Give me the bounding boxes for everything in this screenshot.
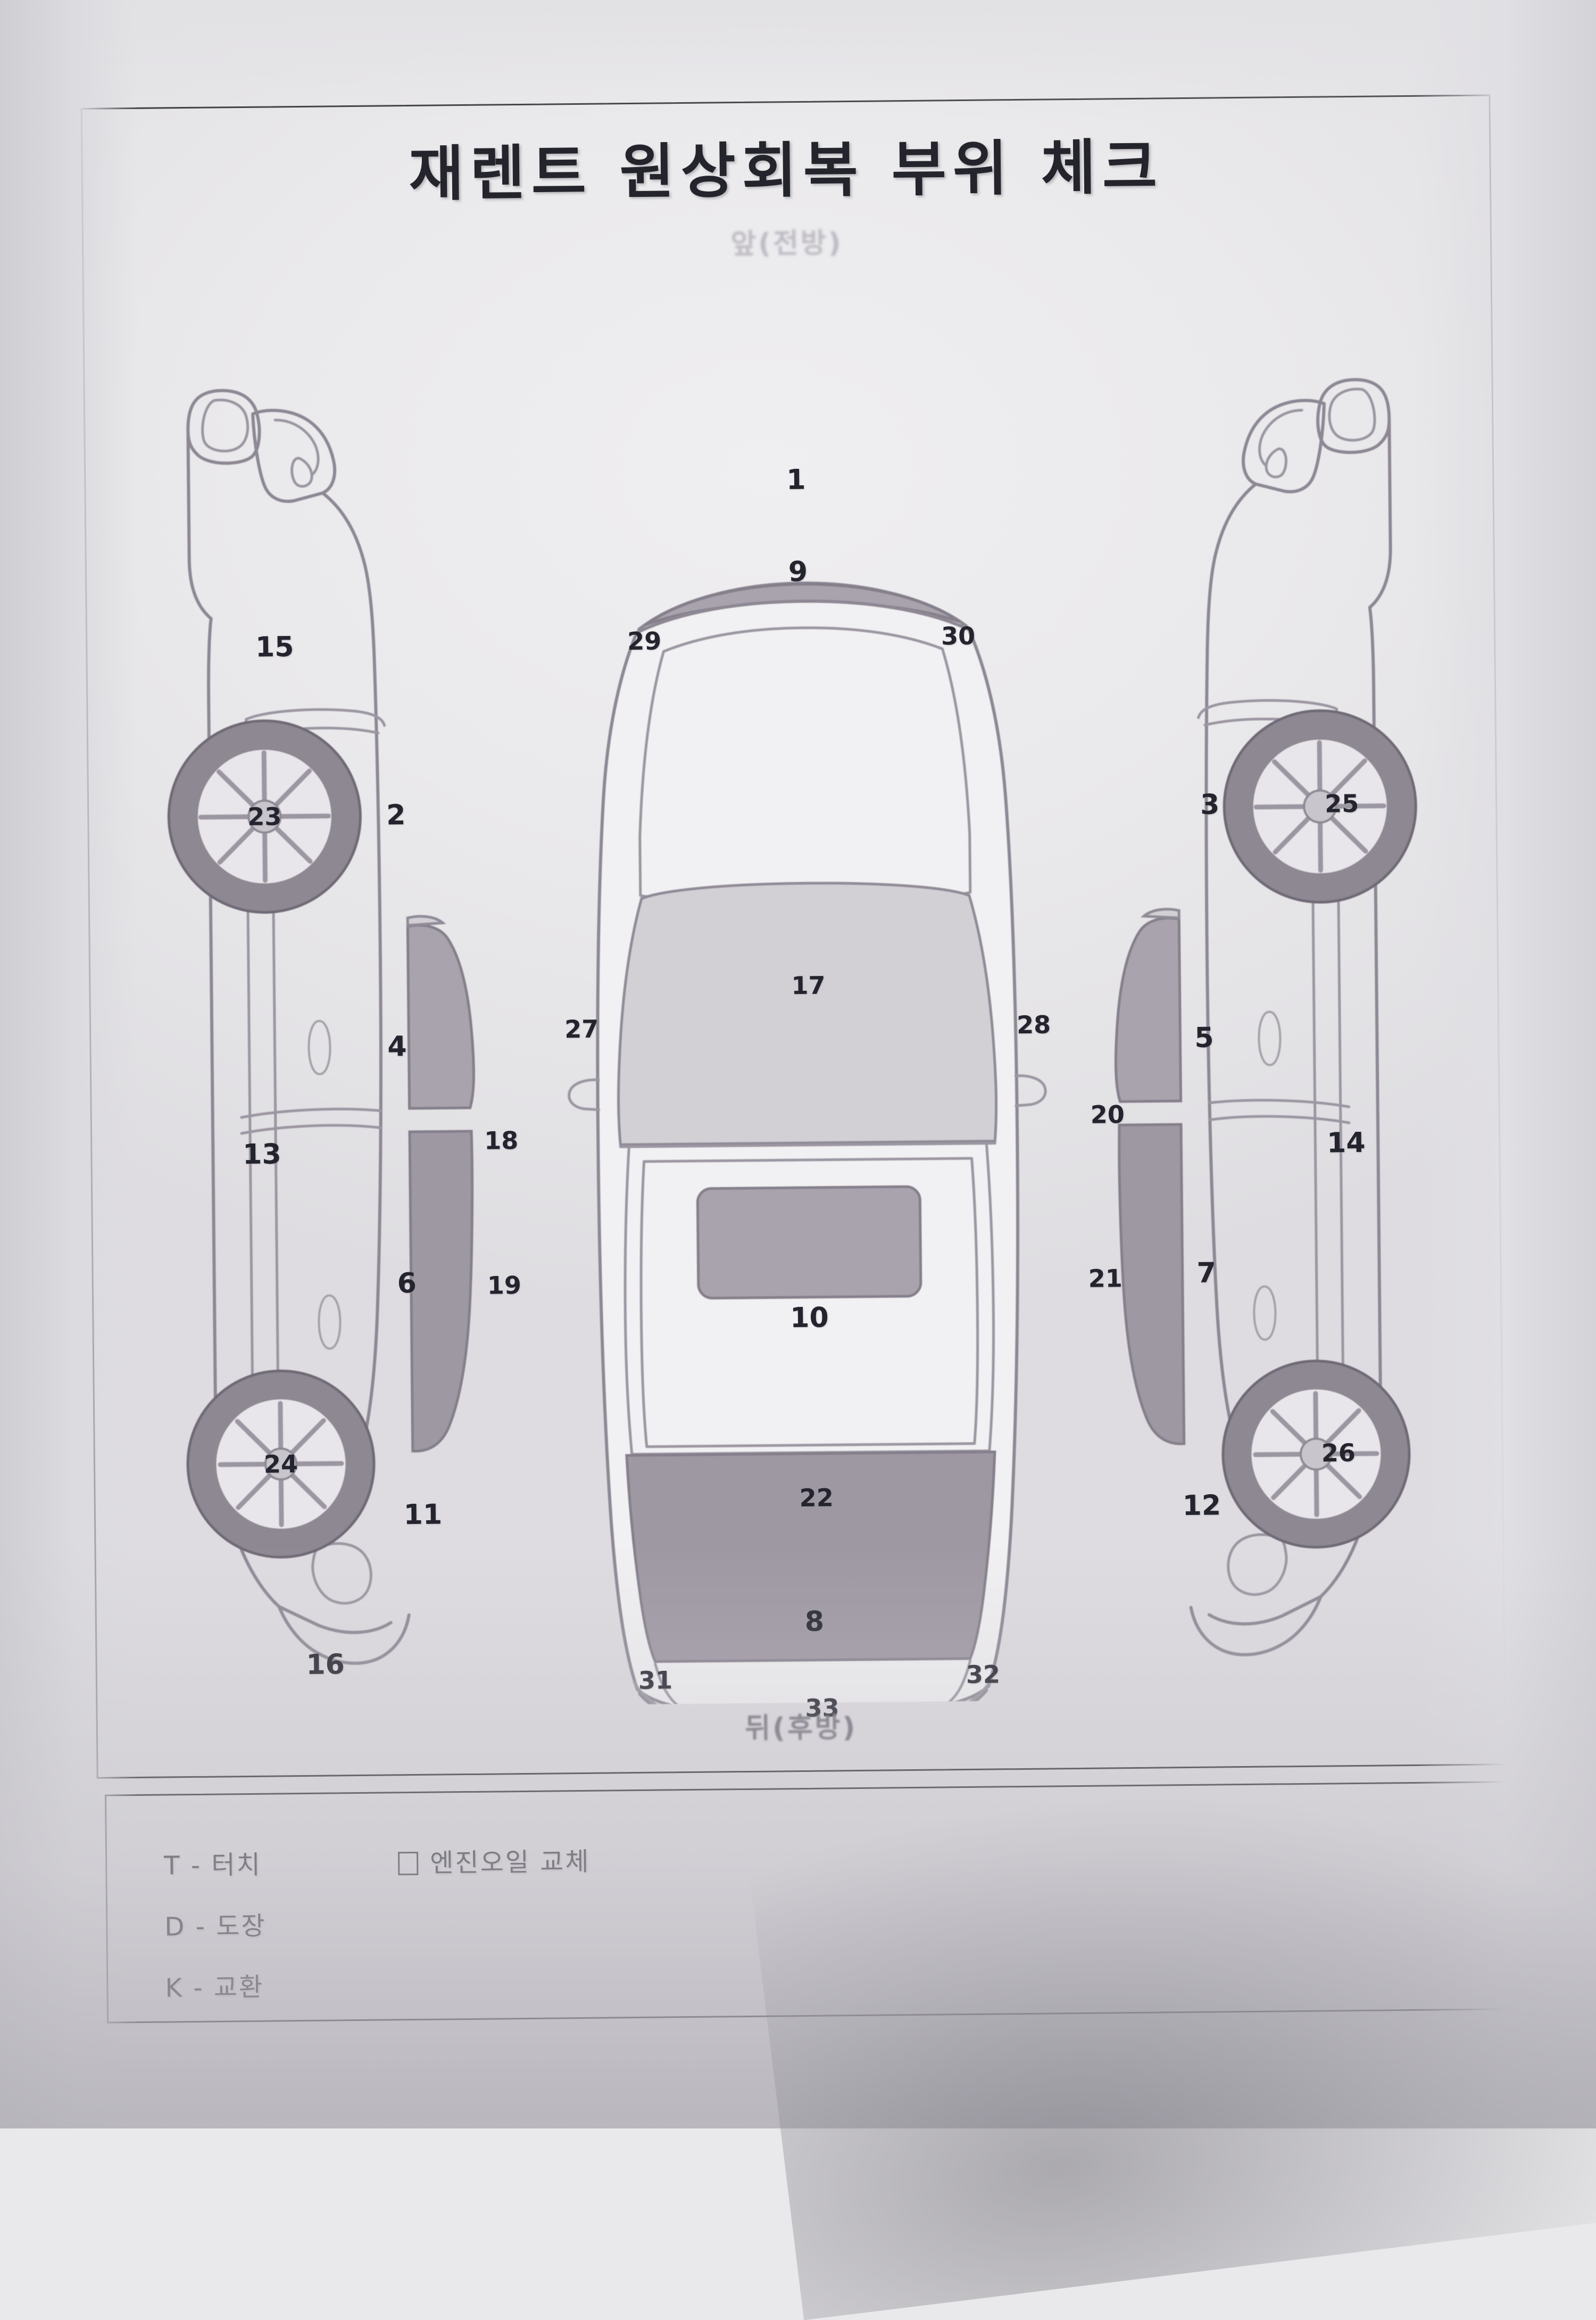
page-title: 재렌트 원상회복 부위 체크	[408, 132, 1164, 209]
zone-label-17[interactable]: 17	[791, 971, 826, 1000]
zone-label-14[interactable]: 14	[1326, 1126, 1366, 1159]
zone-label-28[interactable]: 28	[1016, 1010, 1051, 1040]
zone-label-19[interactable]: 19	[487, 1271, 522, 1300]
zone-label-20[interactable]: 20	[1090, 1100, 1125, 1129]
checkbox-icon[interactable]	[398, 1851, 419, 1876]
zone-label-29[interactable]: 29	[627, 626, 662, 656]
zone-label-30[interactable]: 30	[941, 621, 976, 651]
zone-label-21[interactable]: 21	[1088, 1264, 1123, 1293]
legend-item-paint: D - 도장	[164, 1911, 267, 1942]
zone-label-11[interactable]: 11	[403, 1498, 443, 1531]
zone-label-1[interactable]: 1	[786, 463, 806, 496]
zone-label-32[interactable]: 32	[966, 1660, 1001, 1689]
engine-oil-change-row[interactable]: 엔진오일 교체	[398, 1841, 591, 1879]
zone-label-5[interactable]: 5	[1194, 1022, 1214, 1054]
zone-label-13[interactable]: 13	[242, 1138, 281, 1171]
right-side-view-graphic	[1114, 378, 1417, 1656]
engine-oil-change-label: 엔진오일 교체	[429, 1846, 591, 1878]
zone-label-18[interactable]: 18	[484, 1126, 519, 1155]
zone-label-6[interactable]: 6	[397, 1267, 417, 1300]
zone-label-22[interactable]: 22	[799, 1483, 834, 1513]
legend-frame	[104, 1781, 1511, 2024]
zone-label-8[interactable]: 8	[804, 1605, 825, 1638]
zone-label-10[interactable]: 10	[789, 1302, 829, 1335]
legend-item-replace: K - 교환	[165, 1972, 264, 2003]
left-front-wheel-graphic	[167, 719, 362, 914]
zone-label-16[interactable]: 16	[306, 1648, 345, 1681]
zone-label-24[interactable]: 24	[263, 1449, 298, 1479]
zone-label-27[interactable]: 27	[564, 1014, 599, 1044]
inspection-sheet: 재렌트 원상회복 부위 체크 앞(전방) .ol { fill:none; st…	[80, 94, 1511, 2024]
top-view-graphic	[568, 581, 1047, 1710]
left-side-view-graphic	[167, 388, 475, 1665]
zone-label-2[interactable]: 2	[386, 799, 406, 832]
zone-label-4[interactable]: 4	[387, 1031, 407, 1063]
car-diagram: .ol { fill:none; stroke:#8d8894; stroke-…	[82, 248, 1506, 1722]
zone-label-9[interactable]: 9	[788, 556, 808, 589]
legend-item-touch: T - 터치	[163, 1850, 262, 1881]
zone-label-23[interactable]: 23	[247, 802, 282, 831]
zone-label-31[interactable]: 31	[638, 1666, 673, 1695]
zone-label-3[interactable]: 3	[1200, 789, 1220, 821]
zone-label-15[interactable]: 15	[255, 631, 294, 664]
zone-label-26[interactable]: 26	[1321, 1438, 1356, 1468]
zone-label-25[interactable]: 25	[1324, 789, 1359, 818]
zone-label-7[interactable]: 7	[1196, 1257, 1217, 1289]
zone-label-12[interactable]: 12	[1182, 1489, 1221, 1522]
